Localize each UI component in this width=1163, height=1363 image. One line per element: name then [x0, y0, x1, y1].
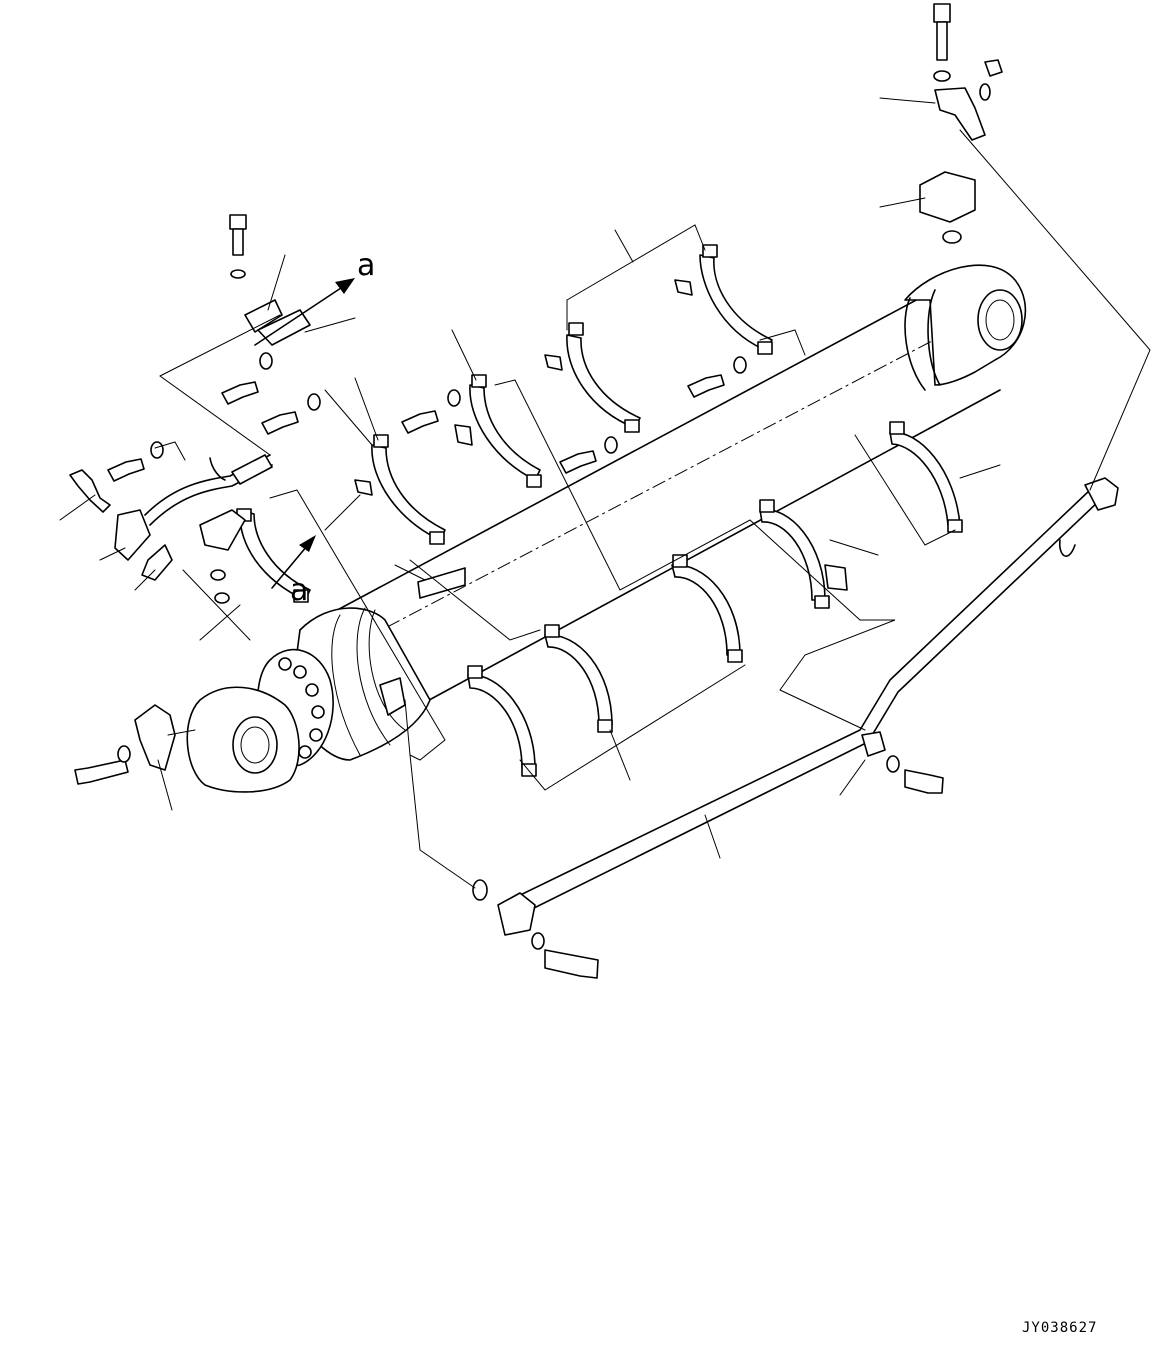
bolts-washers — [69, 3, 1003, 979]
view-label-a-upper: a — [357, 248, 375, 283]
view-label-a-lower: a — [290, 573, 308, 608]
gland-bolts — [278, 657, 325, 759]
leader-lines — [59, 97, 1151, 889]
view-arrows — [254, 278, 355, 589]
cylinder-body — [186, 264, 1027, 793]
clamp-bands — [199, 244, 963, 777]
hydraulic-pipes — [144, 454, 1119, 936]
drawing-code: JY038627 — [1022, 1320, 1097, 1336]
